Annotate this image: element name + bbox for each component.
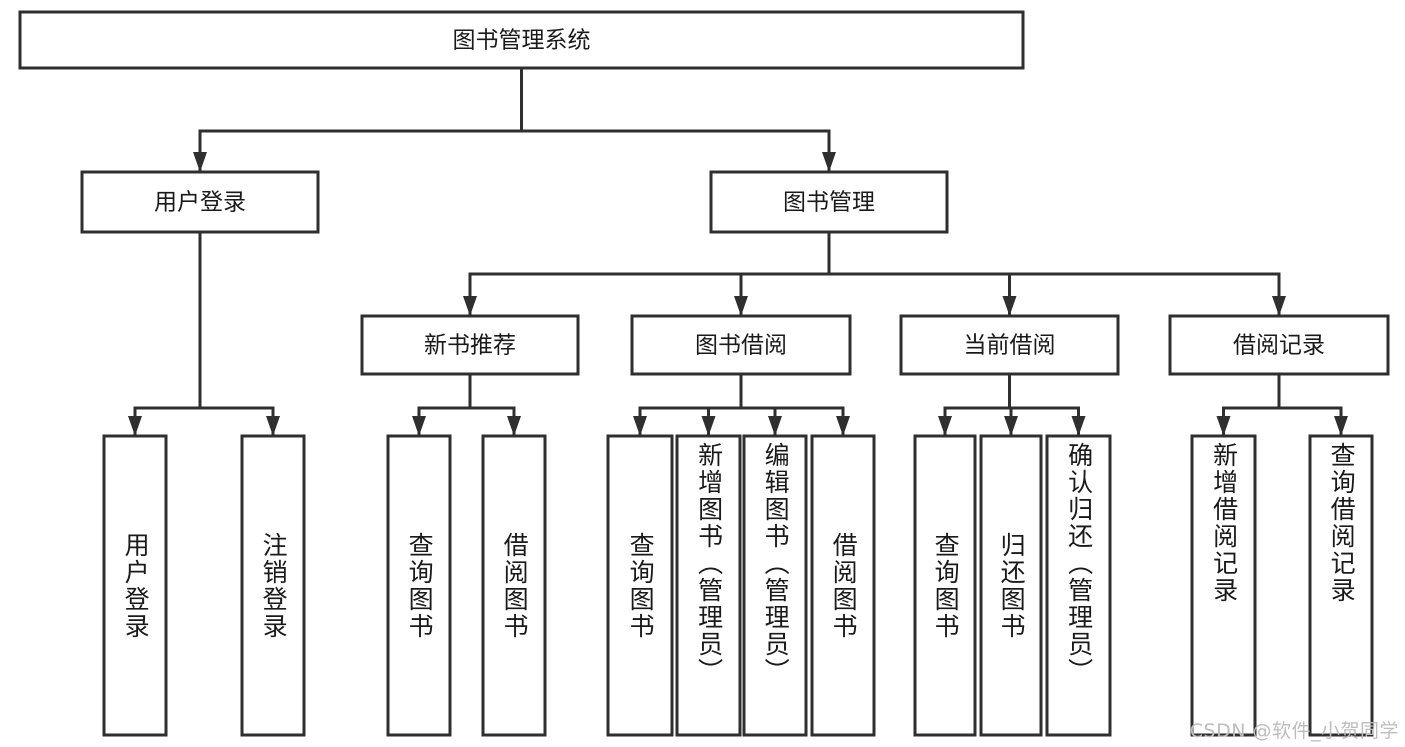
- arrow-head-icon: [1216, 416, 1231, 436]
- leaf-node-box-0[interactable]: [102, 434, 168, 737]
- arrow-head-icon: [822, 152, 836, 172]
- leaf-node-box-10[interactable]: [1045, 434, 1112, 737]
- level3-node-label-1: 图书借阅: [695, 333, 787, 359]
- level3-node-box-1[interactable]: [630, 314, 852, 376]
- level3-node-label-2: 当前借阅: [964, 333, 1056, 359]
- root-node-label: 图书管理系统: [453, 28, 591, 54]
- leaf-node-box-1[interactable]: [240, 434, 306, 737]
- leaf-node-box-11[interactable]: [1190, 434, 1257, 737]
- arrow-head-icon: [412, 416, 426, 436]
- arrow-head-icon: [1004, 416, 1018, 436]
- level3-node-label-3: 借阅记录: [1233, 333, 1325, 359]
- arrow-head-icon: [1002, 296, 1017, 316]
- leaf-node-box-4[interactable]: [606, 434, 674, 737]
- leaf-node-box-8[interactable]: [913, 434, 977, 737]
- arrow-head-icon: [734, 296, 748, 316]
- level2-node-label-1: 图书管理: [783, 190, 875, 216]
- level3-node-box-2[interactable]: [899, 314, 1120, 376]
- leaf-node-box-7[interactable]: [810, 434, 876, 737]
- arrow-head-icon: [836, 416, 850, 436]
- arrow-head-icon: [938, 416, 952, 436]
- level2-node-box-1[interactable]: [709, 170, 949, 234]
- arrow-head-icon: [507, 416, 521, 436]
- arrow-head-icon: [463, 296, 477, 316]
- boxes-layer: [18, 10, 1390, 737]
- arrow-head-icon: [701, 416, 716, 436]
- watermark-text: CSDN @软件_小贺同学: [1189, 720, 1399, 742]
- connectors-layer: [128, 66, 1348, 438]
- leaf-node-box-12[interactable]: [1308, 434, 1374, 737]
- level3-node-box-0[interactable]: [360, 314, 580, 376]
- leaf-node-box-5[interactable]: [675, 434, 742, 737]
- leaf-node-box-3[interactable]: [481, 434, 547, 737]
- leaf-node-box-2[interactable]: [386, 434, 452, 737]
- arrow-head-icon: [768, 416, 782, 436]
- root-node-box[interactable]: [18, 10, 1025, 70]
- arrow-head-icon: [633, 416, 647, 436]
- level2-node-box-0[interactable]: [80, 170, 320, 234]
- arrow-head-icon: [128, 416, 142, 436]
- level3-node-box-3[interactable]: [1168, 314, 1390, 376]
- arrow-head-icon: [266, 416, 280, 436]
- arrow-head-icon: [1272, 296, 1286, 316]
- arrow-head-icon: [193, 152, 207, 172]
- level2-node-label-0: 用户登录: [154, 190, 246, 216]
- arrow-head-icon: [1071, 416, 1086, 436]
- arrow-head-icon: [1334, 416, 1348, 436]
- level3-node-label-0: 新书推荐: [424, 333, 516, 359]
- leaf-node-box-6[interactable]: [742, 434, 808, 737]
- leaf-node-box-9[interactable]: [979, 434, 1043, 737]
